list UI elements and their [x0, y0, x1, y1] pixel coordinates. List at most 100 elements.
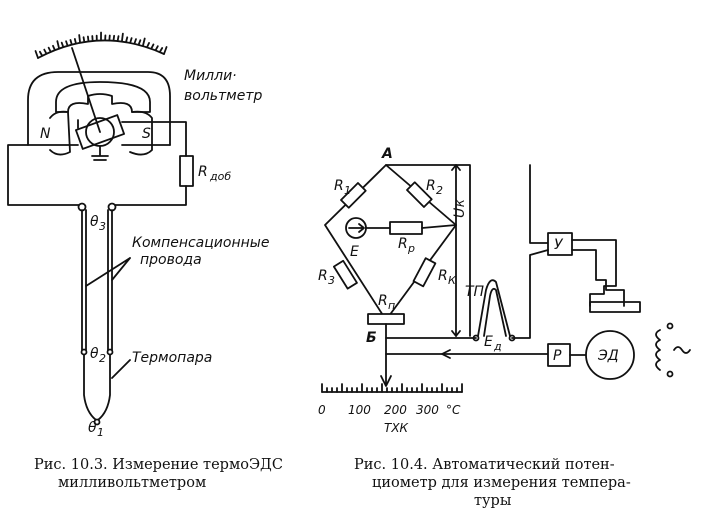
wire-right-loop: [111, 121, 187, 206]
label-uk: U: [452, 208, 468, 218]
label-theta3-sub: 3: [99, 220, 106, 233]
thermocouple-tp-inner: [483, 287, 507, 337]
wire-rp-right: [421, 224, 457, 229]
caption-fig-10-3-line2: милливольтметром: [58, 475, 207, 491]
scale-label-0: 0: [318, 403, 326, 417]
meter-tick: [142, 37, 146, 47]
magnet-yoke: [55, 81, 151, 113]
potentiometer-diagram: [321, 164, 691, 393]
resistor-rdob: [179, 155, 194, 187]
label-r1: R: [334, 178, 344, 194]
wire-left-loop: [7, 119, 83, 206]
scale-label-100: 100: [348, 403, 371, 417]
uk-arrow-bottom: [451, 330, 461, 337]
amplifier-y: [547, 232, 573, 256]
meter-tick: [158, 47, 164, 53]
millivoltmeter-diagram: [7, 31, 194, 426]
label-e: E: [350, 244, 359, 260]
meter-tick: [65, 40, 69, 47]
label-comp-wires-1: Компенсационные: [132, 235, 269, 251]
scale-unit: °C: [446, 403, 461, 417]
label-theta2: θ: [90, 346, 99, 362]
meter-tick: [52, 44, 56, 51]
amplifier-power-plug: [589, 301, 641, 313]
label-thermocouple: Термопара: [132, 350, 212, 366]
meter-tick: [154, 45, 159, 52]
meter-tick: [43, 48, 48, 55]
resistor-rk: [412, 257, 437, 288]
caption-fig-10-4-line3: туры: [474, 493, 512, 509]
junction-theta1: [93, 418, 101, 426]
wire-amp-out: [571, 239, 625, 307]
meter-tick: [137, 39, 142, 46]
meter-tick: [133, 38, 137, 45]
label-resistor: R: [198, 164, 208, 180]
meter-tick: [56, 40, 60, 50]
fig4-labels: A Б R 1 R 2 R 3 R р R К R п E U К ТП E д…: [318, 146, 619, 435]
label-rp-sub: р: [407, 242, 415, 255]
meter-scale-arc: [37, 39, 165, 59]
label-rp: R: [398, 236, 408, 252]
meter-tick: [146, 42, 150, 48]
label-rk-sub: К: [448, 274, 457, 287]
label-rn-sub: п: [388, 299, 395, 312]
scale-type: ТХК: [384, 421, 409, 435]
caption-fig-10-3: Рис. 10.3. Измерение термоЭДС милливольт…: [34, 456, 324, 492]
motor-winding: [655, 329, 661, 371]
scale-label-200: 200: [384, 403, 407, 417]
label-pole-s: S: [142, 126, 151, 142]
leader-compensation: [85, 257, 131, 287]
junction-theta2-left: [80, 348, 88, 356]
label-reducer: Р: [553, 348, 562, 364]
source-e-arrow: [348, 223, 365, 233]
label-r3-sub: 3: [328, 274, 335, 287]
label-pole-n: N: [40, 126, 51, 142]
label-theta2-sub: 2: [99, 352, 106, 365]
label-comp-wires-2: провода: [140, 252, 202, 268]
resistor-rp: [389, 221, 423, 235]
label-r2: R: [426, 178, 436, 194]
meter-spring: [91, 145, 109, 161]
thermocouple-right: [97, 354, 111, 421]
meter-tick: [60, 41, 65, 48]
scale-label-300: 300: [416, 403, 439, 417]
meter-tick: [78, 34, 81, 43]
label-amplifier: У: [554, 237, 564, 253]
label-r2-sub: 2: [436, 184, 443, 197]
resistor-r1: [340, 182, 367, 209]
meter-tick: [73, 38, 77, 44]
meter-tick: [121, 32, 124, 42]
meter-tick: [47, 46, 52, 53]
meter-tick: [69, 39, 73, 45]
label-rk: R: [438, 268, 448, 284]
meter-tick: [125, 36, 129, 43]
scale-ticks: [321, 383, 463, 393]
label-millivoltmeter-2: вольтметр: [184, 88, 263, 104]
caption-fig-10-4-line2: циометр для измерения темпера-: [372, 475, 631, 491]
motor-ed: [585, 330, 635, 380]
label-tp: ТП: [465, 284, 485, 300]
compensation-wire-left: [81, 209, 87, 353]
meter-tick: [34, 50, 39, 59]
meter-needle: [71, 47, 101, 133]
label-node-a: A: [381, 146, 393, 162]
label-r1-sub: 1: [344, 184, 351, 197]
label-rn: R: [378, 293, 388, 309]
resistor-r3: [332, 259, 358, 290]
label-resistor-sub: доб: [209, 170, 231, 183]
winding-terminal-bottom: [666, 370, 674, 378]
caption-fig-10-4: Рис. 10.4. Автоматический потен- циометр…: [354, 456, 654, 510]
label-uk-sub: К: [454, 198, 467, 207]
meter-tick: [116, 35, 120, 42]
label-motor: ЭД: [597, 348, 619, 364]
caption-fig-10-3-line1: Рис. 10.3. Измерение термоЭДС: [34, 457, 283, 473]
meter-tick: [129, 37, 133, 44]
resistor-r2: [406, 181, 433, 208]
magnet-pole-s: [129, 110, 153, 156]
ac-symbol: [673, 346, 691, 354]
label-millivoltmeter-1: Милли·: [184, 68, 237, 84]
label-theta1: θ: [88, 420, 97, 436]
slidewire-rn: [367, 313, 405, 325]
wire-amp-top: [529, 164, 549, 244]
label-ed-sub: д: [493, 340, 502, 353]
